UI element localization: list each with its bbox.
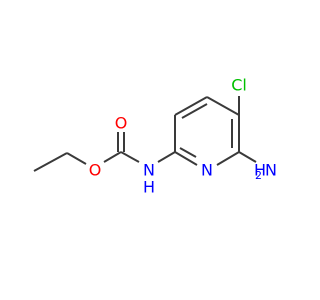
bond-n-ring — [157, 151, 176, 163]
bond-o-c — [103, 151, 122, 163]
ring-bond-c3-c4 — [174, 96, 208, 116]
ring-n-label: N — [201, 161, 213, 180]
bond-ch3-ch2 — [33, 152, 68, 172]
bond-c-n — [120, 151, 140, 163]
amino-n-label: N — [265, 161, 277, 180]
oxygen-carbonyl-label: O — [115, 114, 128, 133]
ring-bond-n-c2 — [174, 151, 198, 166]
ring-bond-c6-n — [216, 151, 240, 166]
bond-ch2-o — [66, 152, 87, 165]
oxygen-ester-label: O — [89, 161, 102, 180]
carbamate-h-label: H — [143, 178, 155, 197]
bond-c6-nh2 — [238, 151, 257, 163]
ring-bond-n-c2-inner — [179, 147, 197, 158]
carbamate-n-label: N — [143, 161, 155, 180]
amino-subscript: 2 — [255, 169, 262, 182]
ring-bond-c4-c5 — [206, 96, 240, 116]
amino-h-label: H — [254, 161, 266, 180]
ring-bond-c3-c4-inner — [181, 103, 208, 119]
chlorine-label: Cl — [231, 76, 247, 95]
molecule-canvas: O O N H N Cl N H 2 — [33, 75, 277, 197]
structure-diagram: O O N H N Cl N H 2 — [33, 76, 277, 197]
